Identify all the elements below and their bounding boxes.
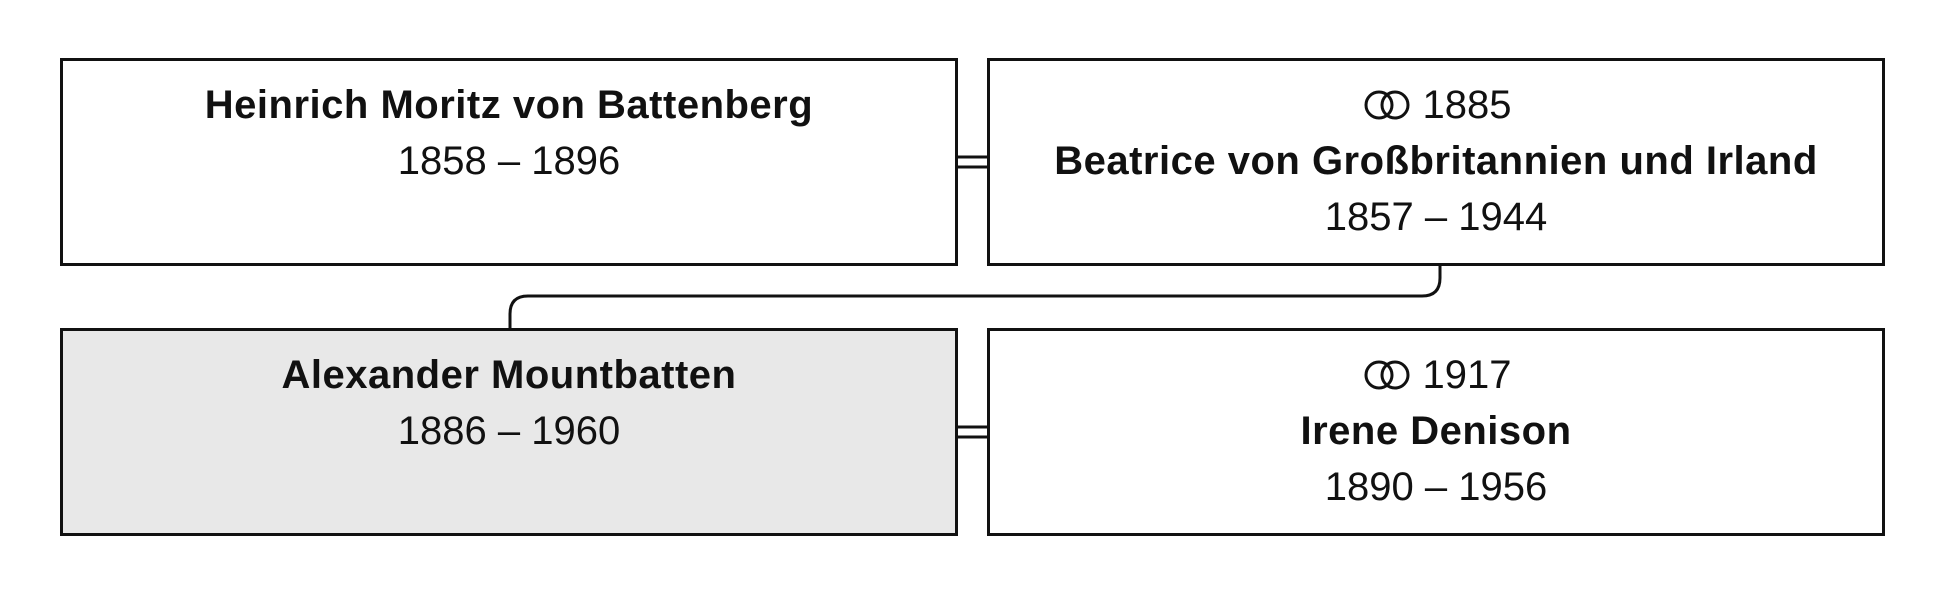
rings-icon [1364,90,1409,120]
person-card-heinrich[interactable]: Heinrich Moritz von Battenberg 1858 – 18… [60,58,958,266]
rings-icon [1364,360,1409,390]
person-dates: 1858 – 1896 [397,139,621,183]
person-card-alexander[interactable]: Alexander Mountbatten 1886 – 1960 [60,328,958,536]
person-name: Alexander Mountbatten [281,353,737,397]
marriage-info: 1885 [1361,77,1512,133]
person-name: Beatrice von Großbritannien und Irland [1054,139,1818,183]
person-dates: 1857 – 1944 [1324,195,1548,239]
descent-connector [508,266,1442,328]
person-dates: 1886 – 1960 [397,409,621,453]
person-card-irene[interactable]: 1917 Irene Denison 1890 – 1956 [987,328,1885,536]
person-dates: 1890 – 1956 [1324,465,1548,509]
marriage-year: 1917 [1422,353,1512,397]
person-name: Irene Denison [1300,409,1572,453]
marriage-year: 1885 [1422,83,1512,127]
person-card-beatrice[interactable]: 1885 Beatrice von Großbritannien und Irl… [987,58,1885,266]
person-name: Heinrich Moritz von Battenberg [204,83,814,127]
marriage-info: 1917 [1361,347,1512,403]
